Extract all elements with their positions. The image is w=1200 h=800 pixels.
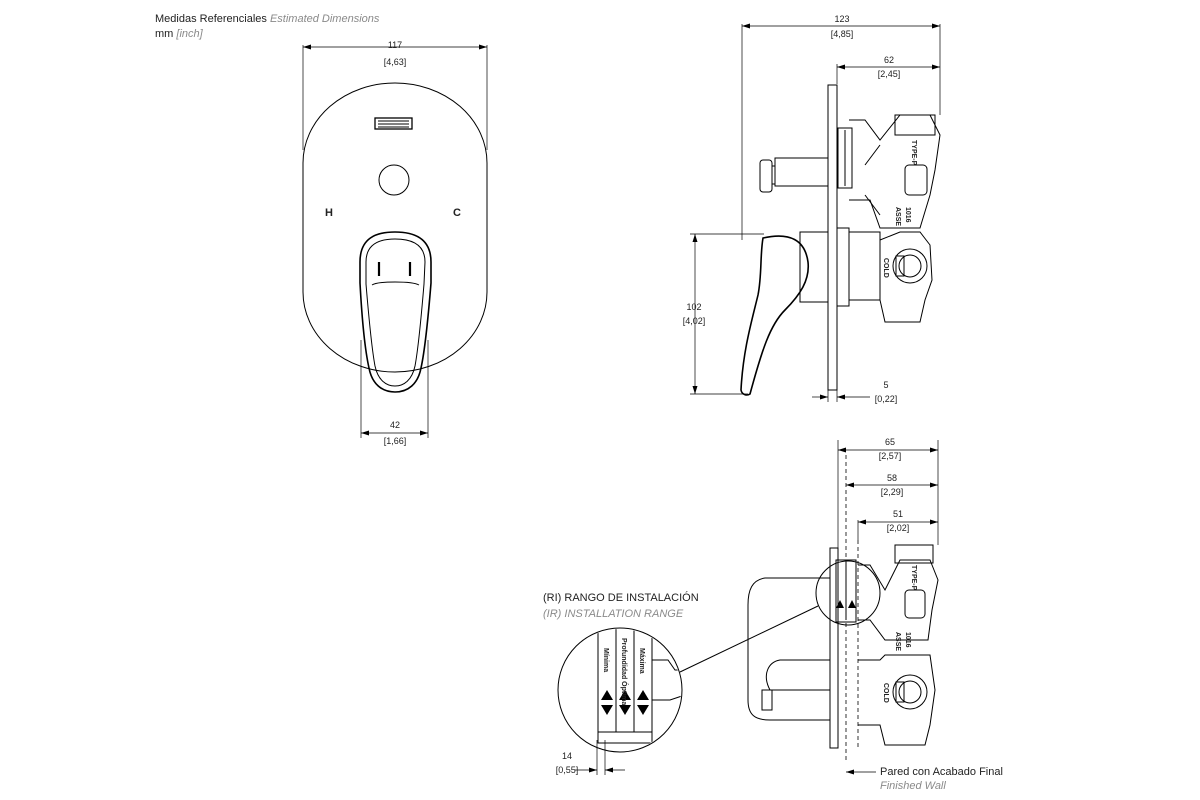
lever-width-inch: [1,66] [384,436,407,446]
depth-max-mm: 65 [885,437,895,447]
install-label-cold: COLD [882,683,889,703]
side-wall-plate [827,84,838,391]
side-collar [799,231,829,303]
escutcheon-plate [302,82,488,373]
side-valve-depth-inch: [2,45] [878,69,901,79]
lever-handle-inner [365,238,426,387]
detail-label-optimal: Profundidad Óptima [620,638,629,705]
svg-text:mm [inch]: mm [inch] [155,28,204,40]
front-width-mm: 117 [388,40,402,50]
rough-housing [747,577,830,721]
side-valve-depth-mm: 62 [884,55,894,65]
side-view: TYPE-P ASSE 1016 COLD 123 [4,85] 62 [2,4… [683,14,941,404]
side-label-asse: ASSE [894,207,901,226]
side-cold-port [892,248,928,284]
side-depth-inch: [4,85] [831,29,854,39]
wall-label-en: Finished Wall [880,780,946,792]
lever-width-mm: 42 [390,420,400,430]
detail-dim-mm: 14 [562,751,572,761]
side-valve-body [849,231,881,301]
cold-label: C [453,207,461,219]
range-title-es: (RI) RANGO DE INSTALACIÓN [543,591,699,604]
side-label-cold: COLD [882,258,889,278]
lever-handle [359,231,432,393]
detail-label-minimum: Mínima [602,648,609,672]
header-units-en: [inch] [175,28,203,40]
side-diverter-stem [774,157,829,187]
diverter-knob [378,164,410,196]
wall-label-es: Pared con Acabado Final [880,766,1003,778]
svg-text:117: 117 [388,40,402,50]
detail-label-maximum: Máxima [638,648,645,674]
range-detail: Mínima Profundidad Óptima Máxima [557,627,683,753]
side-diverter-knob [759,159,773,193]
hot-label: H [325,207,333,219]
header-units-es: mm [155,28,173,40]
brand-logo-mark [378,120,409,128]
detail-leader [679,605,819,673]
detail-dim-inch: [0,55] [556,765,579,775]
side-stop-valve [904,164,928,196]
install-label-asse-no: 1016 [904,632,911,648]
depth-max-inch: [2,57] [879,451,902,461]
lever-height-inch: [4,02] [683,316,706,326]
range-callout-circle [815,560,881,626]
svg-text:Medidas Referenciales Estimate: Medidas Referenciales Estimated Dimensio… [155,13,380,25]
front-view: H C 117 [4,63] 42 [1,66] [302,40,488,446]
depth-mid-mm: 58 [887,473,897,483]
finished-wall-plate [829,547,839,749]
installation-view: TYPE-P ASSE 1016 COLD [543,437,1003,792]
install-label-asse: ASSE [894,632,901,651]
lever-handle-ridge [371,281,420,286]
plate-thickness-mm: 5 [883,380,888,390]
depth-min-mm: 51 [893,509,903,519]
depth-min-inch: [2,02] [887,523,910,533]
header: Medidas Referenciales Estimated Dimensio… [155,13,380,40]
range-title-en: (IR) INSTALLATION RANGE [543,608,684,620]
side-label-asse-no: 1016 [904,207,911,223]
depth-mid-inch: [2,29] [881,487,904,497]
front-width-inch: [4,63] [384,57,407,67]
detail-circle [557,627,683,753]
plate-thickness-inch: [0,22] [875,394,898,404]
header-title-es: Medidas Referenciales [155,13,267,25]
side-depth-mm: 123 [834,14,849,24]
install-cold-port [892,674,928,710]
side-label-type-p: TYPE-P [910,140,917,166]
install-label-type-p: TYPE-P [910,565,917,591]
side-lever [740,235,810,396]
header-title-en: Estimated Dimensions [270,13,380,25]
lever-height-mm: 102 [686,302,701,312]
